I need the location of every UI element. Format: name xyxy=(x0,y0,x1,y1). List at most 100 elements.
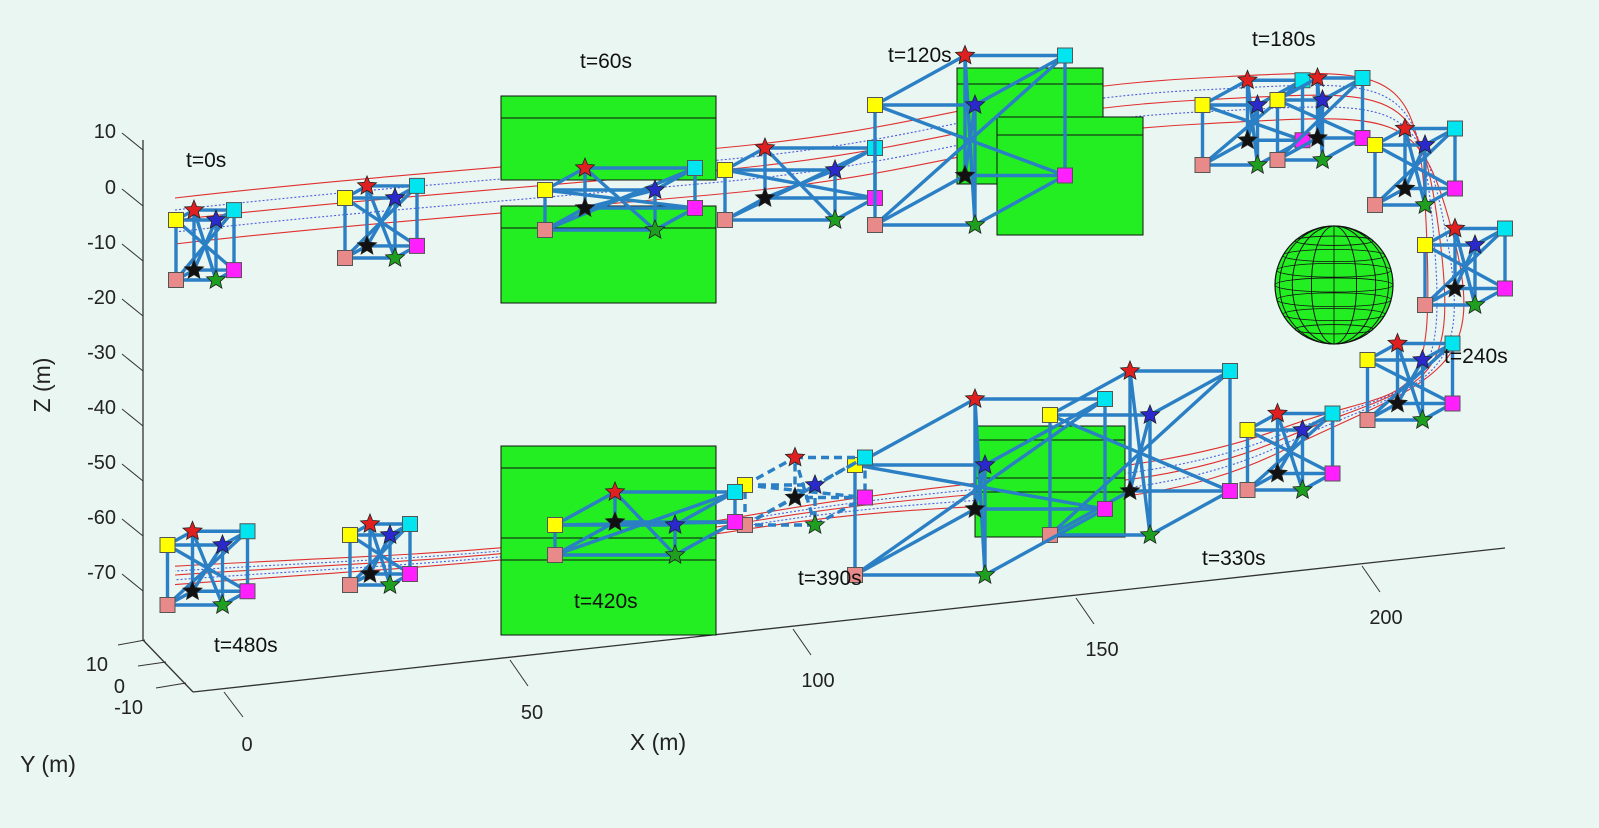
agent-star-marker xyxy=(664,543,686,564)
agent-star-marker xyxy=(379,573,401,594)
sphere-latitude xyxy=(1294,324,1374,335)
frame-edge xyxy=(854,397,1106,577)
frame-edge xyxy=(554,520,616,557)
formation-frame xyxy=(1239,402,1341,499)
agent-square-marker xyxy=(342,527,358,543)
agent-square-marker xyxy=(1097,391,1113,407)
agent-star-marker xyxy=(1444,277,1466,298)
agent-star-marker xyxy=(182,520,203,541)
agent-square-marker xyxy=(1367,137,1383,153)
agent-star-marker xyxy=(1139,523,1161,544)
frame-edge xyxy=(724,146,876,222)
agent-star-marker xyxy=(384,246,406,267)
agent-star-marker xyxy=(1307,66,1328,87)
formation-frame xyxy=(737,446,873,534)
agent-square-marker xyxy=(1057,47,1073,64)
obstacle-box xyxy=(500,205,717,304)
sphere-latitude xyxy=(1276,292,1392,308)
obstacle-box xyxy=(996,116,1144,236)
formation-frame xyxy=(1417,217,1513,314)
agent-square-marker xyxy=(168,272,184,288)
frame-edge xyxy=(348,522,412,587)
z-tick-label: -40 xyxy=(87,397,116,419)
agent-star-marker xyxy=(574,196,596,217)
frame-edge xyxy=(166,530,249,607)
agent-star-marker xyxy=(784,486,806,507)
z-tick xyxy=(121,518,144,537)
agent-star-marker xyxy=(1312,88,1333,109)
formation-frame xyxy=(847,387,1113,584)
agent-square-marker xyxy=(239,583,256,600)
agent-star-marker xyxy=(1119,359,1141,380)
agent-star-marker xyxy=(1139,403,1161,424)
agent-star-marker xyxy=(205,268,227,289)
y-axis-line xyxy=(142,639,194,693)
formation-frame xyxy=(342,512,418,594)
frame-edge xyxy=(554,490,736,557)
formation-frame xyxy=(547,480,743,564)
agent-star-marker xyxy=(1237,129,1258,150)
agent-square-marker xyxy=(717,162,733,178)
trajectories xyxy=(174,72,1465,586)
agent-star-marker xyxy=(1312,148,1333,169)
frame-edge xyxy=(814,496,866,527)
frame-edge xyxy=(674,520,736,557)
agent-square-marker xyxy=(687,160,703,176)
x-tick-label: 200 xyxy=(1369,607,1402,629)
time-label-180: t=180s xyxy=(1252,28,1316,51)
z-tick xyxy=(121,353,144,372)
frame-edge xyxy=(793,457,817,526)
agent-square-marker xyxy=(239,523,256,540)
agent-star-marker xyxy=(1267,462,1288,483)
agent-star-marker xyxy=(212,533,233,554)
frame-edge xyxy=(674,490,736,527)
x-tick-label: 150 xyxy=(1085,639,1118,661)
frame-edge xyxy=(974,174,1066,227)
z-tick xyxy=(121,132,144,151)
formation-frame xyxy=(337,174,425,267)
agent-square-marker xyxy=(1497,220,1513,237)
x-tick-label: 100 xyxy=(801,670,834,692)
agent-square-marker xyxy=(409,237,425,254)
agent-square-marker xyxy=(1444,395,1461,412)
agent-square-marker xyxy=(1042,407,1058,423)
agent-star-marker xyxy=(1412,408,1433,429)
time-label-390: t=390s xyxy=(798,567,862,590)
box-front xyxy=(500,117,717,181)
agent-square-marker xyxy=(226,262,242,279)
agent-square-marker xyxy=(1417,237,1433,253)
time-label-60: t=60s xyxy=(580,50,632,73)
frame-edge xyxy=(873,54,1067,227)
agent-square-marker xyxy=(1447,180,1463,197)
agent-star-marker xyxy=(1292,418,1313,439)
agent-square-marker xyxy=(1444,335,1461,352)
y-ticks: 10 0 -10 xyxy=(86,639,187,719)
agent-star-marker xyxy=(356,234,378,255)
x-axis-title: X (m) xyxy=(630,729,686,755)
agent-star-marker xyxy=(356,174,378,195)
agent-star-marker xyxy=(183,199,205,220)
agent-star-marker xyxy=(1387,392,1408,413)
agent-square-marker xyxy=(687,200,703,216)
agent-star-marker xyxy=(664,513,686,534)
agent-star-marker xyxy=(784,446,806,467)
frame-edge xyxy=(854,397,976,467)
agent-star-marker xyxy=(644,218,666,239)
agent-star-marker xyxy=(1394,177,1416,198)
y-tick xyxy=(117,639,146,646)
y-tick-label: 0 xyxy=(114,676,125,698)
formation-frame xyxy=(1269,66,1371,169)
frame-edge xyxy=(874,174,966,227)
box-front xyxy=(996,134,1144,236)
agent-star-marker xyxy=(974,563,996,584)
y-axis-title: Y (m) xyxy=(20,751,76,777)
agent-square-marker xyxy=(1269,152,1286,168)
agent-star-marker xyxy=(574,156,596,177)
frame-edge xyxy=(343,184,419,260)
z-tick xyxy=(121,188,144,207)
time-label-480: t=480s xyxy=(214,634,278,657)
agent-square-marker xyxy=(1239,482,1256,498)
agent-square-marker xyxy=(727,514,743,530)
agent-star-marker xyxy=(1464,233,1486,254)
y-tick xyxy=(155,682,187,689)
